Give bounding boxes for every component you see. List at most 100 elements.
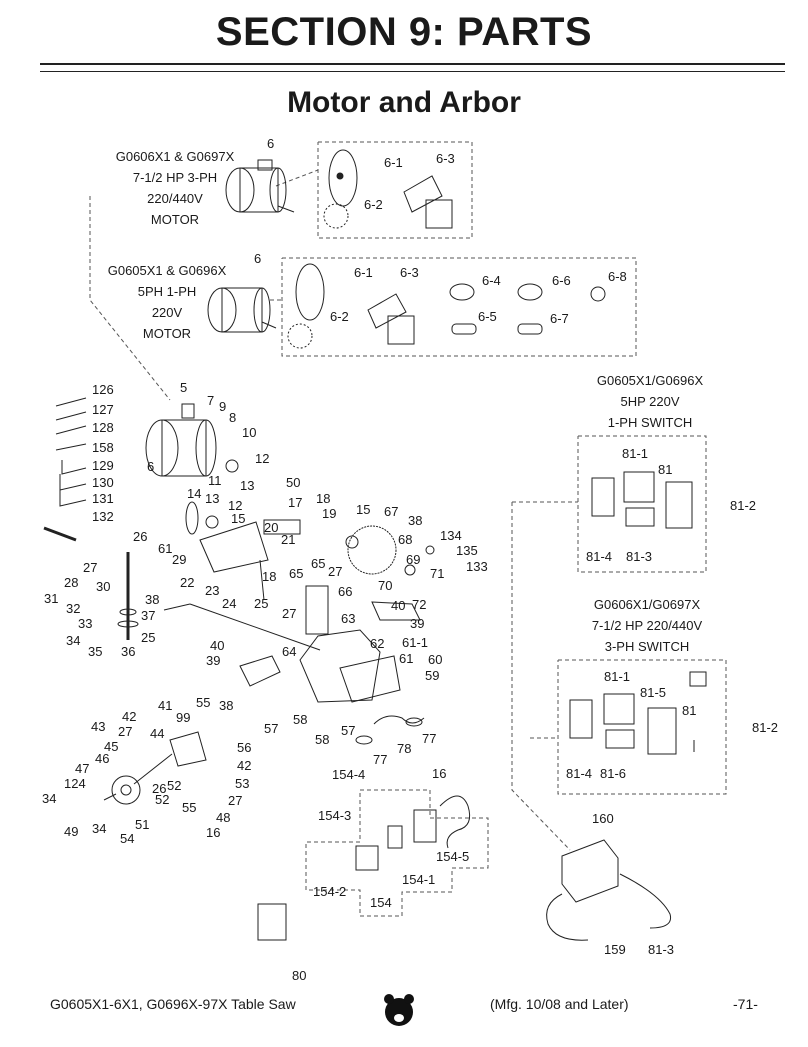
part-label: 12 (255, 451, 270, 466)
part-label: 6-2 (364, 197, 383, 212)
part-label: 49 (64, 824, 79, 839)
tools-drawing (43, 397, 87, 542)
part-label: 126 (92, 382, 114, 397)
part-label: 56 (237, 740, 252, 755)
part-label: 58 (315, 732, 330, 747)
part-label: 24 (222, 596, 237, 611)
part-label: 59 (425, 668, 440, 683)
part-label: 158 (92, 440, 114, 455)
part-label: 134 (440, 528, 462, 543)
caption-line: 220V (151, 305, 183, 320)
section-title: SECTION 9: PARTS (215, 10, 593, 54)
part-label: 46 (95, 751, 110, 766)
part-label: 35 (88, 644, 103, 659)
part-label: 81-4 (566, 766, 593, 781)
part-label: 45 (104, 739, 119, 754)
part-label: 5 (180, 380, 188, 395)
part-label: 34 (92, 821, 107, 836)
part-label: 69 (406, 552, 421, 567)
trunnion-body-drawing (163, 585, 425, 745)
caption-line: 7-1/2 HP 3-PH (132, 170, 218, 185)
part-label: 127 (92, 402, 114, 417)
part-label: 33 (78, 616, 93, 631)
part-label: 55 (196, 695, 211, 710)
caption-line: G0605X1/G0696X (596, 373, 704, 388)
part-label: 81-2 (752, 720, 779, 735)
part-label: 27 (118, 724, 133, 739)
part-label: 28 (64, 575, 79, 590)
part-label: 27 (83, 560, 98, 575)
part-label: 154 (370, 895, 392, 910)
electrical-box-drawing (257, 795, 672, 941)
part-label: 15 (231, 511, 246, 526)
part-label: 132 (92, 509, 114, 524)
part-label: 6-3 (436, 151, 455, 166)
part-label: 23 (205, 583, 220, 598)
part-label: 21 (281, 532, 296, 547)
part-label: 38 (219, 698, 234, 713)
part-label: 55 (182, 800, 197, 815)
motor-1ph-parts (287, 263, 606, 349)
part-label: 6-2 (330, 309, 349, 324)
part-label: 65 (289, 566, 304, 581)
part-label: 154-1 (402, 872, 436, 887)
part-label: 20 (264, 520, 279, 535)
elevation-screw-drawing (117, 552, 139, 640)
part-label: 77 (422, 731, 437, 746)
part-label: 6-8 (608, 269, 627, 284)
part-label: 30 (96, 579, 111, 594)
part-label: 58 (293, 712, 308, 727)
part-label: 54 (120, 831, 135, 846)
caption-line: 220/440V (147, 191, 203, 206)
part-label: 29 (172, 552, 187, 567)
grizzly-bear-logo-icon (384, 994, 414, 1026)
part-label: 81-3 (626, 549, 653, 564)
part-label: 6-1 (384, 155, 403, 170)
part-label: 40 (391, 598, 406, 613)
caption-line: 5HP 220V (620, 394, 680, 409)
part-label: 129 (92, 458, 114, 473)
part-label: 71 (430, 566, 445, 581)
part-label: 52 (167, 778, 182, 793)
part-label: 10 (242, 425, 257, 440)
part-label: 159 (604, 942, 626, 957)
part-label: 72 (412, 597, 427, 612)
part-label: 6 (147, 459, 155, 474)
part-label: 40 (210, 638, 225, 653)
part-label: 12 (228, 498, 243, 513)
part-label: 6-1 (354, 265, 373, 280)
part-label: 19 (322, 506, 337, 521)
part-label: 81-5 (640, 685, 667, 700)
part-label: 154-2 (313, 884, 347, 899)
part-label: 50 (286, 475, 301, 490)
part-label: 61-1 (402, 635, 429, 650)
part-label: 9 (219, 399, 227, 414)
header-rule-bottom (40, 71, 785, 72)
motor-3ph-drawing (225, 159, 295, 213)
part-label: 133 (466, 559, 488, 574)
caption-line: 3-PH SWITCH (604, 639, 690, 654)
dashed-group-boxes (89, 141, 727, 917)
part-label: 27 (228, 793, 243, 808)
part-label: 6-3 (400, 265, 419, 280)
part-label: 60 (428, 652, 443, 667)
part-label: 57 (341, 723, 356, 738)
part-label: 13 (205, 491, 220, 506)
part-label: 48 (216, 810, 231, 825)
part-label: 64 (282, 644, 297, 659)
part-label: 39 (206, 653, 221, 668)
part-label: 8 (229, 410, 237, 425)
part-label: 81-1 (604, 669, 631, 684)
part-label: 38 (408, 513, 423, 528)
caption-motor-1ph: G0605X1 & G0696X 5PH 1-PH 220V MOTOR (92, 260, 242, 344)
part-label: 81 (682, 703, 697, 718)
part-label: 25 (141, 630, 156, 645)
footer-mfg-date: (Mfg. 10/08 and Later) (490, 996, 629, 1012)
arbor-assembly-drawing (185, 501, 435, 601)
caption-line: G0606X1 & G0697X (115, 149, 235, 164)
part-label: 81 (658, 462, 673, 477)
part-label: 53 (235, 776, 250, 791)
handwheel-drawing (103, 731, 207, 805)
switch-3ph-drawing (569, 671, 707, 755)
part-label: 81-1 (622, 446, 649, 461)
